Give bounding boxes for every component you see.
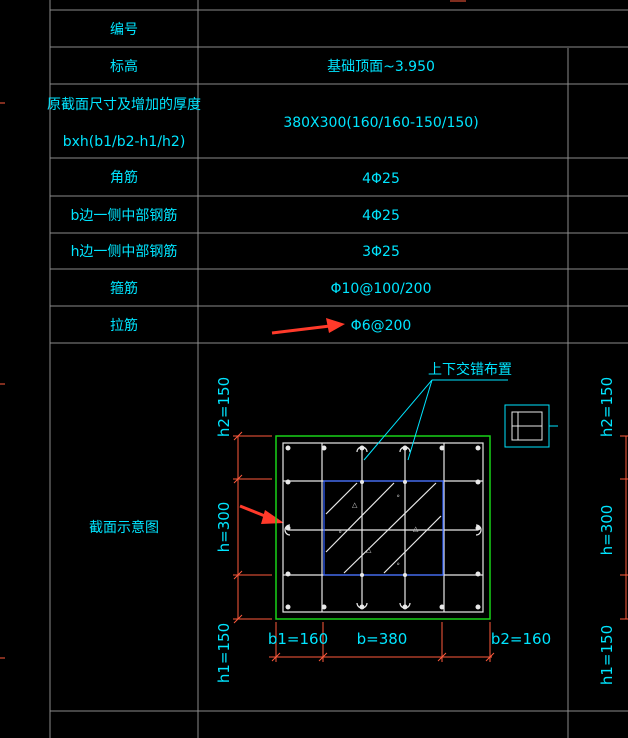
section-note: 上下交错布置 xyxy=(428,361,512,378)
row-label-section-size: 原截面尺寸及增加的厚度 xyxy=(47,97,201,113)
row-label-b-side-bars: b边一侧中部钢筋 xyxy=(71,207,178,224)
value-section-size: 380X300(160/160-150/150) xyxy=(283,115,478,131)
value-stirrups: Φ10@100/200 xyxy=(331,281,432,297)
hook-detail-icon xyxy=(504,404,558,448)
row-label-stirrups: 箍筋 xyxy=(110,280,138,297)
annotation-arrow-section xyxy=(239,504,284,524)
row-label-corner-bars: 角筋 xyxy=(110,169,138,186)
concrete-hatch: △ ∘ △ △ ∘ ∘ xyxy=(325,482,442,574)
value-corner-bars: 4Φ25 xyxy=(362,171,400,187)
value-elevation: 基础顶面~3.950 xyxy=(327,58,435,75)
dim-h-right: h=300 xyxy=(598,505,616,556)
value-h-side-bars: 3Φ25 xyxy=(362,244,400,260)
dimension-horizontal xyxy=(269,622,495,662)
svg-text:△: △ xyxy=(352,501,358,509)
svg-text:△: △ xyxy=(413,525,419,533)
dim-h-left: h=300 xyxy=(215,502,233,553)
enlarged-section-outline xyxy=(275,435,491,620)
row-label-tie-bars: 拉筋 xyxy=(110,317,138,334)
original-section xyxy=(323,480,444,576)
row-label-h-side-bars: h边一侧中部钢筋 xyxy=(71,243,178,260)
row-label-elevation: 标高 xyxy=(110,58,138,75)
dim-b: b=380 xyxy=(357,630,408,648)
table-grid xyxy=(49,0,628,738)
dimension-vertical-right xyxy=(620,435,628,620)
row-label-section-formula: bxh(b1/b2-h1/h2) xyxy=(63,134,186,150)
row-label-number: 编号 xyxy=(110,22,138,38)
svg-text:∘: ∘ xyxy=(396,560,400,568)
outer-stirrup xyxy=(282,442,484,613)
dim-b2: b2=160 xyxy=(491,630,551,648)
rebar-dots xyxy=(285,445,481,610)
annotation-arrow-tie xyxy=(271,318,345,335)
section-drawing: △ ∘ △ △ ∘ ∘ 上下交错布置 xyxy=(215,361,628,685)
dim-h2-left: h2=150 xyxy=(215,377,233,437)
dimension-vertical-left xyxy=(233,431,272,624)
row-label-section-sketch: 截面示意图 xyxy=(89,519,159,536)
value-b-side-bars: 4Φ25 xyxy=(362,208,400,224)
dim-h1-left: h1=150 xyxy=(215,623,233,683)
svg-text:△: △ xyxy=(366,546,372,554)
dim-h1-right: h1=150 xyxy=(598,625,616,685)
value-tie-bars: Φ6@200 xyxy=(351,318,412,334)
svg-text:∘: ∘ xyxy=(396,492,400,500)
dim-b1: b1=160 xyxy=(268,630,328,648)
svg-text:∘: ∘ xyxy=(338,528,342,536)
dim-h2-right: h2=150 xyxy=(598,377,616,437)
